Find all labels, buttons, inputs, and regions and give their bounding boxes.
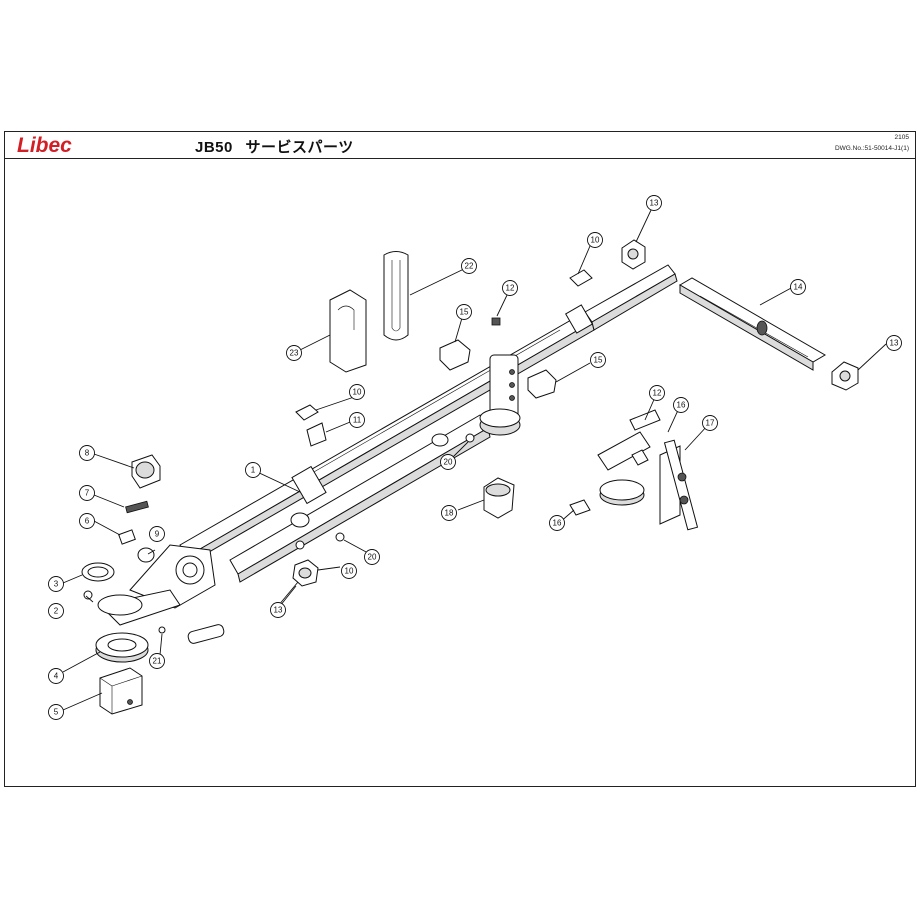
svg-text:4: 4 bbox=[54, 672, 59, 681]
callouts: 1 2 3 4 5 6 7 8 9 10 10 10 11 12 12 13 1… bbox=[48, 195, 902, 720]
washer-part bbox=[83, 590, 93, 600]
svg-text:16: 16 bbox=[677, 401, 686, 410]
callout-1: 1 bbox=[245, 462, 261, 478]
drawing-number: DWG.No.:51-50014-J1(1) bbox=[834, 145, 909, 152]
callout-10-a: 10 bbox=[349, 384, 365, 400]
clamp-part bbox=[483, 477, 515, 519]
svg-text:13: 13 bbox=[274, 606, 283, 615]
callout-2: 2 bbox=[48, 603, 64, 619]
svg-text:22: 22 bbox=[465, 262, 474, 271]
rear-yoke bbox=[97, 544, 216, 626]
svg-text:10: 10 bbox=[353, 388, 362, 397]
callout-17: 17 bbox=[702, 415, 718, 431]
svg-text:10: 10 bbox=[591, 236, 600, 245]
callout-9: 9 bbox=[149, 526, 165, 542]
svg-text:2: 2 bbox=[54, 607, 59, 616]
svg-text:Libec: Libec bbox=[17, 134, 72, 156]
callout-6: 6 bbox=[79, 513, 95, 529]
svg-text:3: 3 bbox=[54, 580, 59, 589]
svg-text:11: 11 bbox=[353, 416, 362, 425]
svg-text:12: 12 bbox=[506, 284, 515, 293]
svg-text:6: 6 bbox=[85, 517, 90, 526]
svg-text:1: 1 bbox=[251, 466, 256, 475]
callout-5: 5 bbox=[48, 704, 64, 720]
sheet-code: 2105 bbox=[894, 134, 909, 141]
svg-text:8: 8 bbox=[85, 449, 90, 458]
svg-text:7: 7 bbox=[85, 489, 90, 498]
svg-text:5: 5 bbox=[54, 708, 59, 717]
svg-text:15: 15 bbox=[594, 356, 603, 365]
main-boom bbox=[179, 264, 678, 564]
small-parts-left bbox=[118, 454, 161, 563]
callout-13-a: 13 bbox=[646, 195, 662, 211]
title-block: Libec JB50 サービスパーツ 2105 DWG.No.:51-50014… bbox=[5, 132, 915, 159]
nut-parts bbox=[292, 433, 475, 587]
svg-text:10: 10 bbox=[345, 567, 354, 576]
svg-text:17: 17 bbox=[706, 419, 715, 428]
callout-23: 23 bbox=[286, 345, 302, 361]
head-bracket bbox=[479, 354, 521, 436]
svg-text:16: 16 bbox=[553, 519, 562, 528]
callout-14: 14 bbox=[790, 279, 806, 295]
bearing-part bbox=[95, 632, 149, 663]
callout-8: 8 bbox=[79, 445, 95, 461]
svg-text:13: 13 bbox=[890, 339, 899, 348]
svg-text:15: 15 bbox=[460, 308, 469, 317]
svg-text:21: 21 bbox=[153, 657, 162, 666]
callout-12-b: 12 bbox=[649, 385, 665, 401]
callout-3: 3 bbox=[48, 576, 64, 592]
callout-12-a: 12 bbox=[502, 280, 518, 296]
svg-text:14: 14 bbox=[794, 283, 803, 292]
leader-lines bbox=[62, 207, 887, 711]
callout-15-a: 15 bbox=[456, 304, 472, 320]
svg-text:23: 23 bbox=[290, 349, 299, 358]
callout-7: 7 bbox=[79, 485, 95, 501]
cover-parts bbox=[329, 251, 409, 373]
svg-text:12: 12 bbox=[653, 389, 662, 398]
svg-text:18: 18 bbox=[445, 509, 454, 518]
drawing-sheet: Libec JB50 サービスパーツ 2105 DWG.No.:51-50014… bbox=[4, 131, 916, 787]
small-blocks bbox=[295, 269, 593, 447]
callout-16-a: 16 bbox=[673, 397, 689, 413]
right-assembly bbox=[569, 409, 699, 531]
hex-nuts bbox=[621, 239, 859, 391]
title-text: サービスパーツ bbox=[245, 139, 354, 156]
callout-18: 18 bbox=[441, 505, 457, 521]
page-title: JB50 サービスパーツ bbox=[195, 136, 354, 157]
callout-4: 4 bbox=[48, 668, 64, 684]
pin-parts bbox=[158, 624, 225, 644]
svg-text:13: 13 bbox=[650, 199, 659, 208]
ring-part bbox=[81, 562, 115, 582]
callout-10-b: 10 bbox=[587, 232, 603, 248]
boom-sleeve bbox=[291, 304, 593, 505]
threaded-rod bbox=[679, 277, 826, 371]
callout-13-b: 13 bbox=[886, 335, 902, 351]
callout-20-a: 20 bbox=[364, 549, 380, 565]
svg-text:20: 20 bbox=[368, 553, 377, 562]
callout-20-b: 20 bbox=[440, 454, 456, 470]
callout-13-c: 13 bbox=[270, 602, 286, 618]
callout-11: 11 bbox=[349, 412, 365, 428]
callout-15-b: 15 bbox=[590, 352, 606, 368]
svg-text:20: 20 bbox=[444, 458, 453, 467]
libec-logo: Libec bbox=[17, 134, 72, 156]
base-block bbox=[99, 667, 143, 715]
callout-10-c: 10 bbox=[341, 563, 357, 579]
callout-22: 22 bbox=[461, 258, 477, 274]
callout-16-b: 16 bbox=[549, 515, 565, 531]
model-name: JB50 bbox=[195, 139, 233, 156]
callout-21: 21 bbox=[149, 653, 165, 669]
svg-text:9: 9 bbox=[155, 530, 160, 539]
